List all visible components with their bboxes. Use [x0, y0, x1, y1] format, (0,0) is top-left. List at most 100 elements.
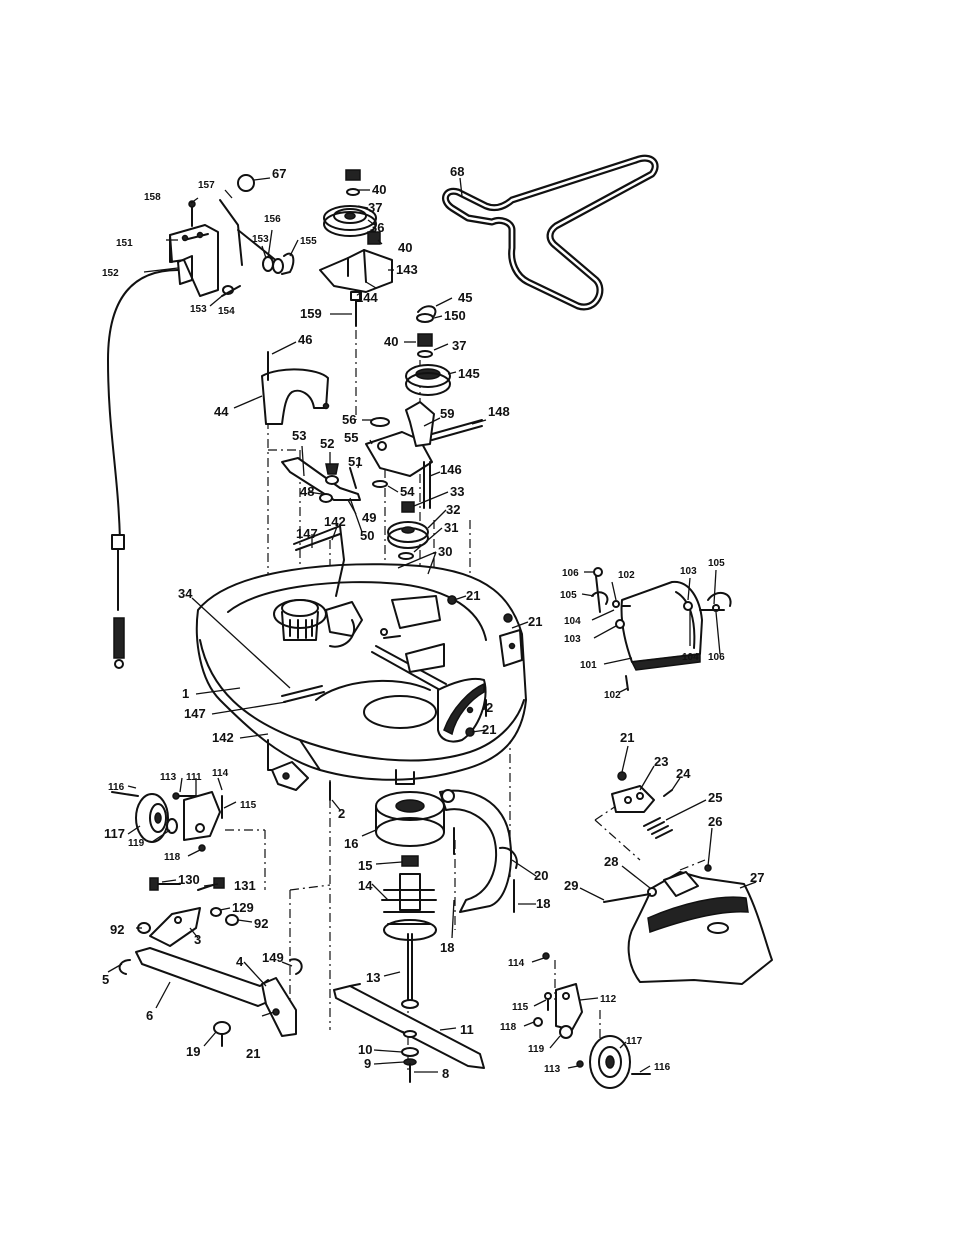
- callout-50: 50: [360, 528, 374, 543]
- callout-104: 104: [682, 652, 699, 663]
- callout-labels: 1223456891011131415161818192021212121212…: [102, 164, 764, 1081]
- callout-155: 155: [300, 236, 317, 247]
- blade-assembly: [333, 983, 485, 1083]
- callout-112: 112: [600, 994, 617, 1005]
- gauge-wheel-left: [111, 791, 223, 852]
- callout-157: 157: [198, 180, 215, 191]
- callout-153: 153: [190, 304, 207, 315]
- callout-52: 52: [320, 436, 334, 451]
- callout-44: 44: [214, 404, 229, 419]
- v-belt: [442, 154, 659, 311]
- misc-hardware: [329, 595, 487, 855]
- callout-40: 40: [398, 240, 412, 255]
- callout-146: 146: [440, 462, 462, 477]
- callout-56: 56: [342, 412, 356, 427]
- callout-11: 11: [460, 1022, 474, 1037]
- callout-105: 105: [708, 558, 725, 569]
- callout-4: 4: [236, 954, 244, 969]
- callout-104: 104: [564, 616, 581, 627]
- callout-156: 156: [264, 214, 281, 225]
- callout-2: 2: [338, 806, 345, 821]
- callout-153: 153: [252, 234, 269, 245]
- callout-21: 21: [528, 614, 542, 629]
- callout-113: 113: [160, 772, 177, 783]
- callout-21: 21: [246, 1046, 260, 1061]
- callout-101: 101: [580, 660, 597, 671]
- callout-59: 59: [440, 406, 454, 421]
- leader-lines: [107, 177, 757, 1073]
- callout-152: 152: [102, 268, 119, 279]
- idler-arm-bracket: [349, 401, 483, 509]
- callout-1: 1: [182, 686, 189, 701]
- callout-106: 106: [562, 568, 579, 579]
- baffle: [439, 789, 518, 913]
- callout-18: 18: [536, 896, 550, 911]
- callout-30: 30: [438, 544, 452, 559]
- callout-6: 6: [146, 1008, 153, 1023]
- callout-21: 21: [466, 588, 480, 603]
- callout-25: 25: [708, 790, 722, 805]
- lift-cable: [107, 269, 179, 669]
- callout-131: 131: [234, 878, 256, 893]
- callout-147: 147: [184, 706, 206, 721]
- callout-117: 117: [104, 826, 125, 841]
- callout-114: 114: [212, 768, 229, 779]
- callout-19: 19: [186, 1044, 200, 1059]
- callout-21: 21: [482, 722, 496, 737]
- callout-55: 55: [344, 430, 358, 445]
- callout-158: 158: [144, 192, 161, 203]
- callout-16: 16: [344, 836, 358, 851]
- callout-154: 154: [218, 306, 235, 317]
- callout-29: 29: [564, 878, 578, 893]
- callout-119: 119: [128, 838, 145, 849]
- idler-pulley-lower: [405, 305, 451, 396]
- callout-3: 3: [194, 932, 201, 947]
- callout-36: 36: [370, 220, 384, 235]
- callout-20: 20: [534, 868, 548, 883]
- callout-117: 117: [626, 1036, 643, 1047]
- callout-46: 46: [298, 332, 312, 347]
- callout-26: 26: [708, 814, 722, 829]
- callout-5: 5: [102, 972, 109, 987]
- callout-144: 144: [356, 290, 378, 305]
- gauge-wheel-right: [533, 952, 651, 1089]
- callout-102: 102: [604, 690, 621, 701]
- callout-92: 92: [110, 922, 124, 937]
- callout-68: 68: [450, 164, 464, 179]
- callout-115: 115: [240, 800, 257, 811]
- callout-143: 143: [396, 262, 418, 277]
- belt-guard: [261, 351, 330, 425]
- spindle-assembly: [375, 791, 445, 1009]
- callout-142: 142: [324, 514, 346, 529]
- callout-32: 32: [446, 502, 460, 517]
- callout-116: 116: [654, 1062, 671, 1073]
- callout-18: 18: [440, 940, 454, 955]
- callout-142: 142: [212, 730, 234, 745]
- callout-116: 116: [108, 782, 125, 793]
- callout-34: 34: [178, 586, 193, 601]
- mower-deck: [195, 525, 527, 791]
- callout-33: 33: [450, 484, 464, 499]
- lift-lever-assembly: [169, 174, 295, 297]
- callout-113: 113: [544, 1064, 561, 1075]
- callout-159: 159: [300, 306, 322, 321]
- callout-27: 27: [750, 870, 764, 885]
- callout-53: 53: [292, 428, 306, 443]
- callout-54: 54: [400, 484, 415, 499]
- callout-92: 92: [254, 916, 268, 931]
- callout-37: 37: [368, 200, 382, 215]
- callout-49: 49: [362, 510, 376, 525]
- callout-118: 118: [164, 852, 181, 863]
- callout-129: 129: [232, 900, 254, 915]
- door-spring-assembly: [611, 771, 673, 839]
- callout-111: 111: [186, 772, 202, 783]
- callout-9: 9: [364, 1056, 371, 1071]
- callout-21: 21: [620, 730, 634, 745]
- discharge-chute: [603, 864, 773, 985]
- callout-103: 103: [680, 566, 697, 577]
- callout-13: 13: [366, 970, 380, 985]
- callout-45: 45: [458, 290, 472, 305]
- callout-37: 37: [452, 338, 466, 353]
- callout-130: 130: [178, 872, 200, 887]
- callout-14: 14: [358, 878, 373, 893]
